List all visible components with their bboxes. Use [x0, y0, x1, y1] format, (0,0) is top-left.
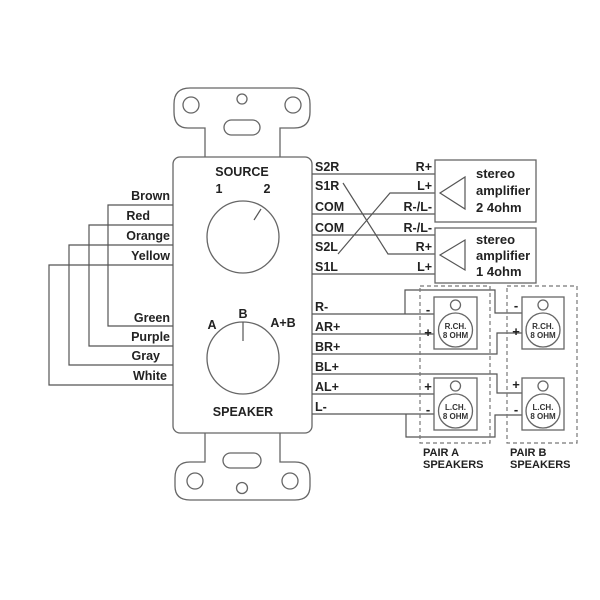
left-wires: Brown Red Orange Yellow Green Purple Gra… [48, 189, 173, 386]
source-terminal: S1R [315, 179, 339, 193]
mounting-slot [222, 452, 262, 469]
pair-a-label: SPEAKERS [423, 459, 484, 471]
speaker-pos-b: B [238, 307, 247, 321]
speaker-pair-b-left: L.CH. 8 OHM + - [512, 377, 565, 431]
speaker-terminal: R- [315, 300, 328, 314]
source-terminal: COM [315, 200, 344, 214]
amp-terminal: R+ [416, 240, 432, 254]
source-knob-pointer [253, 208, 262, 221]
amplifier-triangle-icon [438, 175, 466, 211]
source-terminal: S1L [315, 260, 338, 274]
amp-terminal: R+ [416, 160, 432, 174]
speaker-terminal: BR+ [315, 340, 340, 354]
screw-hole [284, 96, 302, 114]
wire-label: Brown [131, 189, 170, 203]
speaker-pair-b-right: R.CH. 8 OHM - + [512, 296, 565, 350]
screw-hole [281, 472, 299, 490]
amplifier-triangle-icon [438, 238, 466, 272]
svg-text:8 OHM: 8 OHM [530, 412, 556, 421]
amp-terminal: L+ [417, 179, 432, 193]
svg-text:-: - [426, 302, 430, 317]
mounting-slot [223, 119, 261, 136]
svg-text:stereo: stereo [476, 166, 515, 181]
svg-text:+: + [424, 379, 432, 394]
wire-label: Red [126, 209, 150, 223]
svg-text:8 OHM: 8 OHM [443, 412, 469, 421]
amplifier-2: stereo amplifier 2 4ohm [434, 159, 537, 223]
amp-terminal: L+ [417, 260, 432, 274]
source-pos-2: 2 [264, 182, 271, 196]
wire-s1r-crossover [342, 182, 435, 255]
svg-text:amplifier: amplifier [476, 248, 530, 263]
speaker-label: SPEAKER [213, 405, 273, 419]
wire-label: Gray [132, 349, 161, 363]
source-knob[interactable] [206, 200, 280, 274]
svg-text:R.CH.: R.CH. [445, 322, 467, 331]
svg-text:2 4ohm: 2 4ohm [476, 200, 522, 215]
svg-text:R.CH.: R.CH. [532, 322, 554, 331]
wire-label: Green [134, 311, 170, 325]
amp-terminal: R-/L- [404, 221, 432, 235]
pair-b-label: PAIR B [510, 447, 547, 459]
pair-a-box [419, 285, 491, 444]
speaker-wiring: R- AR+ BR+ BL+ AL+ L- R.CH. 8 OHM - + L.… [312, 285, 578, 471]
source-label: SOURCE [215, 165, 268, 179]
speaker-pos-a: A [207, 318, 216, 332]
speaker-terminal: L- [315, 400, 327, 414]
wire-label: Orange [126, 229, 170, 243]
speaker-terminal: AR+ [315, 320, 340, 334]
svg-text:-: - [426, 402, 430, 417]
wire-orange-gray [68, 244, 173, 366]
pair-a-label: PAIR A [423, 447, 459, 459]
wire-s2l-crossover [337, 192, 435, 255]
screw-hole [235, 481, 249, 495]
svg-text:8 OHM: 8 OHM [530, 331, 556, 340]
speaker-terminal: BL+ [315, 360, 339, 374]
svg-text:amplifier: amplifier [476, 183, 530, 198]
svg-text:1 4ohm: 1 4ohm [476, 264, 522, 279]
svg-text:-: - [514, 298, 518, 313]
amp-wiring: S2R S1R COM COM S2L S1L R+ L+ R-/L- R-/L… [312, 159, 537, 284]
svg-text:stereo: stereo [476, 232, 515, 247]
wire-label: Purple [131, 330, 170, 344]
pair-b-box [506, 285, 578, 444]
svg-text:+: + [424, 325, 432, 340]
svg-text:L.CH.: L.CH. [445, 403, 466, 412]
source-terminal: S2L [315, 240, 338, 254]
wire-red-purple [88, 224, 173, 347]
svg-text:+: + [512, 324, 520, 339]
wire-yellow-white [48, 264, 173, 386]
pair-b-label: SPEAKERS [510, 459, 571, 471]
wire-label: Yellow [131, 249, 170, 263]
svg-text:+: + [512, 377, 520, 392]
svg-text:8 OHM: 8 OHM [443, 331, 469, 340]
speaker-terminal: AL+ [315, 380, 339, 394]
source-terminal: S2R [315, 160, 339, 174]
source-pos-1: 1 [216, 182, 223, 196]
svg-text:L.CH.: L.CH. [533, 403, 554, 412]
screw-hole [182, 96, 200, 114]
svg-text:-: - [514, 402, 518, 417]
source-terminal: COM [315, 221, 344, 235]
amp-terminal: R-/L- [404, 200, 432, 214]
amplifier-1: stereo amplifier 1 4ohm [434, 227, 537, 284]
wall-plate: SOURCE 1 2 A B A+B SPEAKER [172, 87, 313, 501]
speaker-pair-a-right: R.CH. 8 OHM - + [424, 296, 478, 350]
screw-hole [186, 472, 204, 490]
speaker-pair-a-left: L.CH. 8 OHM + - [424, 377, 478, 431]
screw-hole [236, 93, 248, 105]
wire-label: White [133, 369, 167, 383]
speaker-pos-ab: A+B [270, 316, 295, 330]
